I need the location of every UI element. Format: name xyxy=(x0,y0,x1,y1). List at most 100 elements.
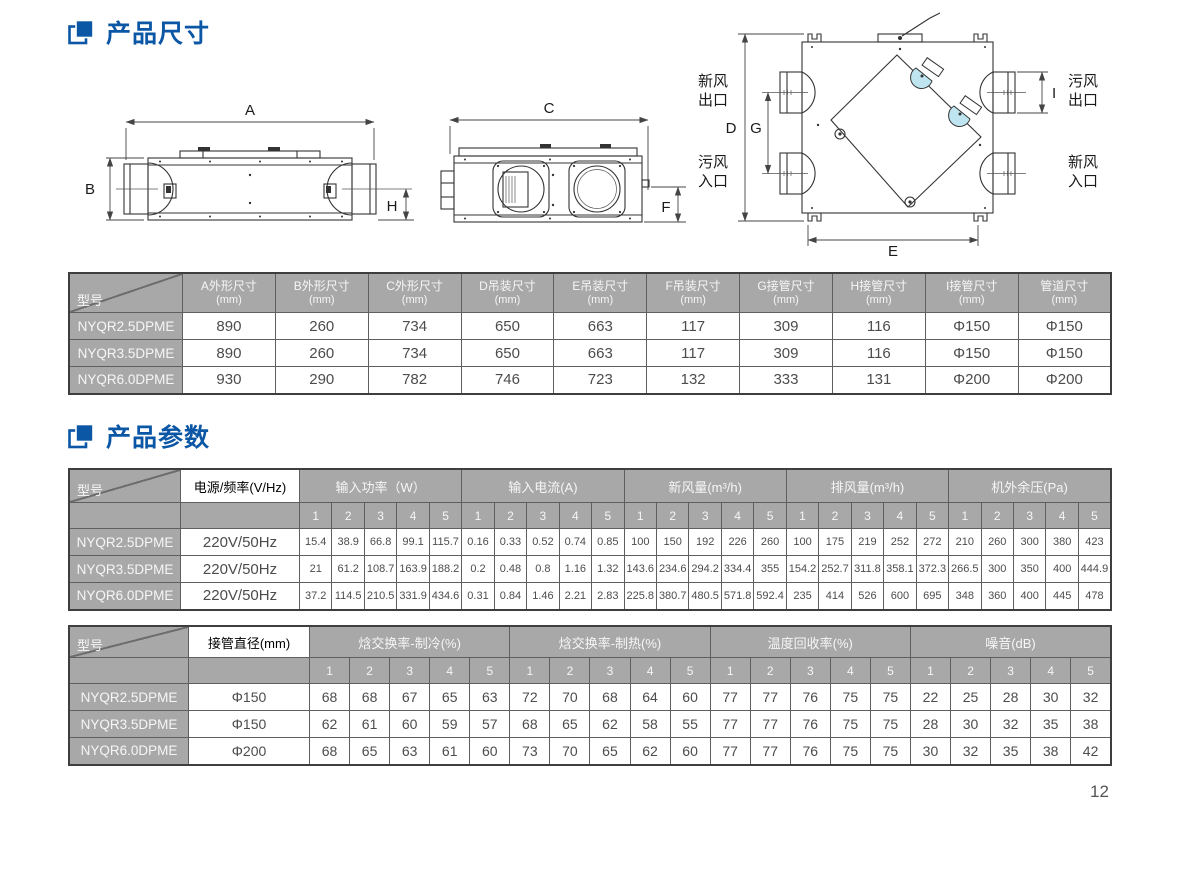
value-cell: 65 xyxy=(349,737,391,765)
value-cell: 300 xyxy=(1012,528,1047,556)
value-cell: 28 xyxy=(990,683,1032,711)
value-cell: 782 xyxy=(367,366,462,394)
value-cell: 260 xyxy=(274,339,369,367)
value-cell: Φ200 xyxy=(924,366,1019,394)
value-cell: 360 xyxy=(980,582,1014,610)
dim-label-f: F xyxy=(661,199,670,216)
subcolumn-header: 2 xyxy=(749,657,791,684)
pipe-column-header: 接管直径(mm) xyxy=(188,625,310,658)
value-cell: 62 xyxy=(629,737,671,765)
value-cell: Φ150 xyxy=(924,312,1019,340)
value-cell: 117 xyxy=(646,339,741,367)
value-cell: 571.8 xyxy=(720,582,755,610)
value-cell: 300 xyxy=(980,555,1014,583)
column-header: G接管尺寸(mm) xyxy=(739,272,833,313)
value-cell: 414 xyxy=(818,582,852,610)
power-cell: 220V/50Hz xyxy=(180,582,300,610)
value-cell: 132 xyxy=(646,366,741,394)
value-cell: 309 xyxy=(739,312,833,340)
value-cell: 175 xyxy=(818,528,852,556)
value-cell: 334.4 xyxy=(720,555,755,583)
value-cell: 2.83 xyxy=(591,582,625,610)
value-cell: 0.52 xyxy=(526,528,560,556)
power-column-header: 电源/频率(V/Hz) xyxy=(180,468,300,503)
value-cell: 600 xyxy=(883,582,917,610)
value-cell: 252.7 xyxy=(818,555,852,583)
model-header-label: 型号 xyxy=(77,293,104,308)
subcolumn-header: 4 xyxy=(396,502,430,529)
section-title-dimensions: 产品尺寸 xyxy=(68,14,210,50)
value-cell: 37.2 xyxy=(298,582,333,610)
subcolumn-header: 2 xyxy=(331,502,365,529)
value-cell: 290 xyxy=(274,366,369,394)
value-cell: 734 xyxy=(367,339,462,367)
value-cell: 77 xyxy=(709,710,751,738)
value-cell: 77 xyxy=(709,683,751,711)
value-cell: 272 xyxy=(915,528,950,556)
subcolumn-header: 1 xyxy=(623,502,657,529)
dim-label-i: I xyxy=(1052,85,1056,102)
label-dirty-air-outlet-line2: 出口 xyxy=(1068,92,1098,109)
power-cell: 220V/50Hz xyxy=(180,555,300,583)
value-cell: 309 xyxy=(739,339,833,367)
subcolumn-header: 4 xyxy=(1030,657,1072,684)
value-cell: 423 xyxy=(1077,528,1112,556)
subcolumn-header: 5 xyxy=(469,657,511,684)
side-view-drawing: A B H xyxy=(85,102,414,221)
value-cell: 400 xyxy=(1045,555,1079,583)
value-cell: 260 xyxy=(980,528,1014,556)
value-cell: 32 xyxy=(990,710,1032,738)
performance-group-header-row: 型号 电源/频率(V/Hz) 输入功率（W）输入电流(A)新风量(m³/h)排风… xyxy=(68,468,1112,503)
value-cell: 75 xyxy=(869,710,911,738)
value-cell: 28 xyxy=(909,710,952,738)
column-header: I接管尺寸(mm) xyxy=(924,272,1019,313)
value-cell: 75 xyxy=(829,683,871,711)
value-cell: 444.9 xyxy=(1077,555,1112,583)
subcolumn-header: 1 xyxy=(709,657,751,684)
subcolumn-header: 3 xyxy=(589,657,631,684)
subcolumn-header: 5 xyxy=(1077,502,1112,529)
value-cell: 592.4 xyxy=(753,582,787,610)
value-cell: 30 xyxy=(949,710,992,738)
model-cell: NYQR6.0DPME xyxy=(68,737,189,765)
value-cell: 225.8 xyxy=(623,582,657,610)
pipe-diameter-cell: Φ150 xyxy=(188,710,310,738)
value-cell: 68 xyxy=(308,683,351,711)
subcolumn-header: 5 xyxy=(869,657,911,684)
group-header: 机外余压(Pa) xyxy=(948,468,1112,503)
subcolumn-header: 5 xyxy=(428,502,463,529)
subcolumn-header: 2 xyxy=(949,657,992,684)
section-title-text: 产品尺寸 xyxy=(106,20,211,48)
pipe-diameter-cell: Φ200 xyxy=(188,737,310,765)
label-dirty-air-outlet-line1: 污风 xyxy=(1068,73,1098,90)
value-cell: 30 xyxy=(909,737,952,765)
column-header: E吊装尺寸(mm) xyxy=(553,272,648,313)
subcolumn-header: 2 xyxy=(549,657,591,684)
subcolumn-header: 5 xyxy=(591,502,625,529)
value-cell: 70 xyxy=(549,737,591,765)
performance-table: 型号 电源/频率(V/Hz) 输入功率（W）输入电流(A)新风量(m³/h)排风… xyxy=(68,468,1112,611)
subcolumn-header: 4 xyxy=(720,502,755,529)
group-header: 输入功率（W） xyxy=(298,468,463,503)
value-cell: 68 xyxy=(589,683,631,711)
value-cell: 163.9 xyxy=(396,555,430,583)
dim-label-d: D xyxy=(726,120,737,137)
value-cell: 32 xyxy=(1070,683,1112,711)
subcolumn-header: 1 xyxy=(785,502,820,529)
value-cell: 380 xyxy=(1045,528,1079,556)
value-cell: 73 xyxy=(509,737,551,765)
value-cell: 100 xyxy=(623,528,657,556)
value-cell: 115.7 xyxy=(428,528,463,556)
dim-label-c: C xyxy=(544,100,555,117)
value-cell: 348 xyxy=(948,582,982,610)
value-cell: 59 xyxy=(429,710,471,738)
value-cell: 75 xyxy=(829,737,871,765)
value-cell: 252 xyxy=(883,528,917,556)
group-header: 温度回收率(%) xyxy=(709,625,911,658)
value-cell: 331.9 xyxy=(396,582,430,610)
exchange-table: 型号 接管直径(mm) 焓交换率-制冷(%)焓交换率-制热(%)温度回收率(%)… xyxy=(68,625,1112,766)
subcolumn-header: 3 xyxy=(389,657,431,684)
